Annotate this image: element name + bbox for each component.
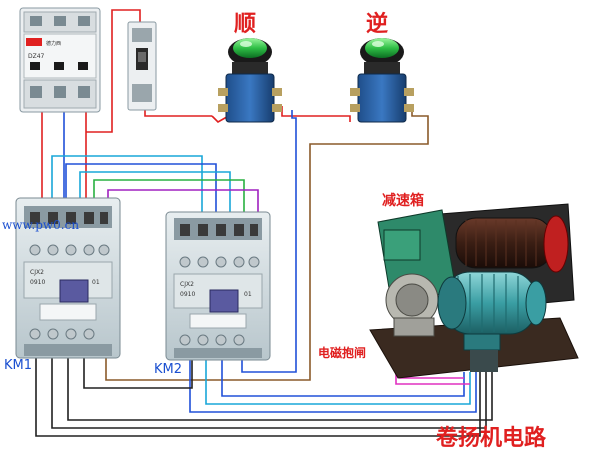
forward-label: 顺: [234, 11, 257, 37]
contactor-km1: CJX2 0910 01: [15, 197, 121, 359]
km1-label: KM1: [4, 358, 33, 373]
wire-cyan-1: [51, 155, 203, 226]
km2-label: KM2: [154, 362, 183, 377]
km2-rating: 0910: [180, 291, 195, 298]
wire-out-black-3: [67, 356, 493, 421]
km2-contact: 01: [244, 291, 252, 298]
wire-cross-1: [83, 356, 193, 389]
km1-model: CJX2: [30, 269, 44, 276]
reducer-label: 减速箱: [382, 193, 424, 209]
watermark: www.pw0.cn: [2, 218, 80, 232]
brake-label: 电磁抱闸: [318, 346, 367, 360]
control-circuit-breaker: [127, 21, 157, 111]
breaker-brand: 德力西: [46, 40, 61, 47]
wire-blue-forward: [241, 110, 297, 373]
wire-out-cyan-1: [205, 356, 471, 405]
wire-out-black-1: [35, 356, 481, 437]
page-title: 卷扬机电路: [436, 425, 547, 451]
wire-control-red-1: [86, 9, 141, 133]
wire-out-blue-1: [189, 356, 477, 413]
wire-out-black-2: [51, 356, 487, 429]
forward-push-button: [218, 38, 282, 123]
km1-rating: 0910: [30, 279, 45, 286]
reverse-label: 逆: [366, 11, 389, 37]
reverse-push-button: [350, 38, 414, 123]
km2-model: CJX2: [180, 281, 194, 288]
contactor-km2: CJX2 0910 01: [165, 211, 271, 361]
breaker-model: DZ47: [28, 53, 45, 60]
wire-blue-2: [65, 163, 217, 226]
km1-contact: 01: [92, 279, 100, 286]
main-circuit-breaker: 德力西 DZ47: [19, 7, 101, 113]
wire-brown-reverse: [105, 108, 429, 381]
winch-machine: [369, 203, 579, 379]
